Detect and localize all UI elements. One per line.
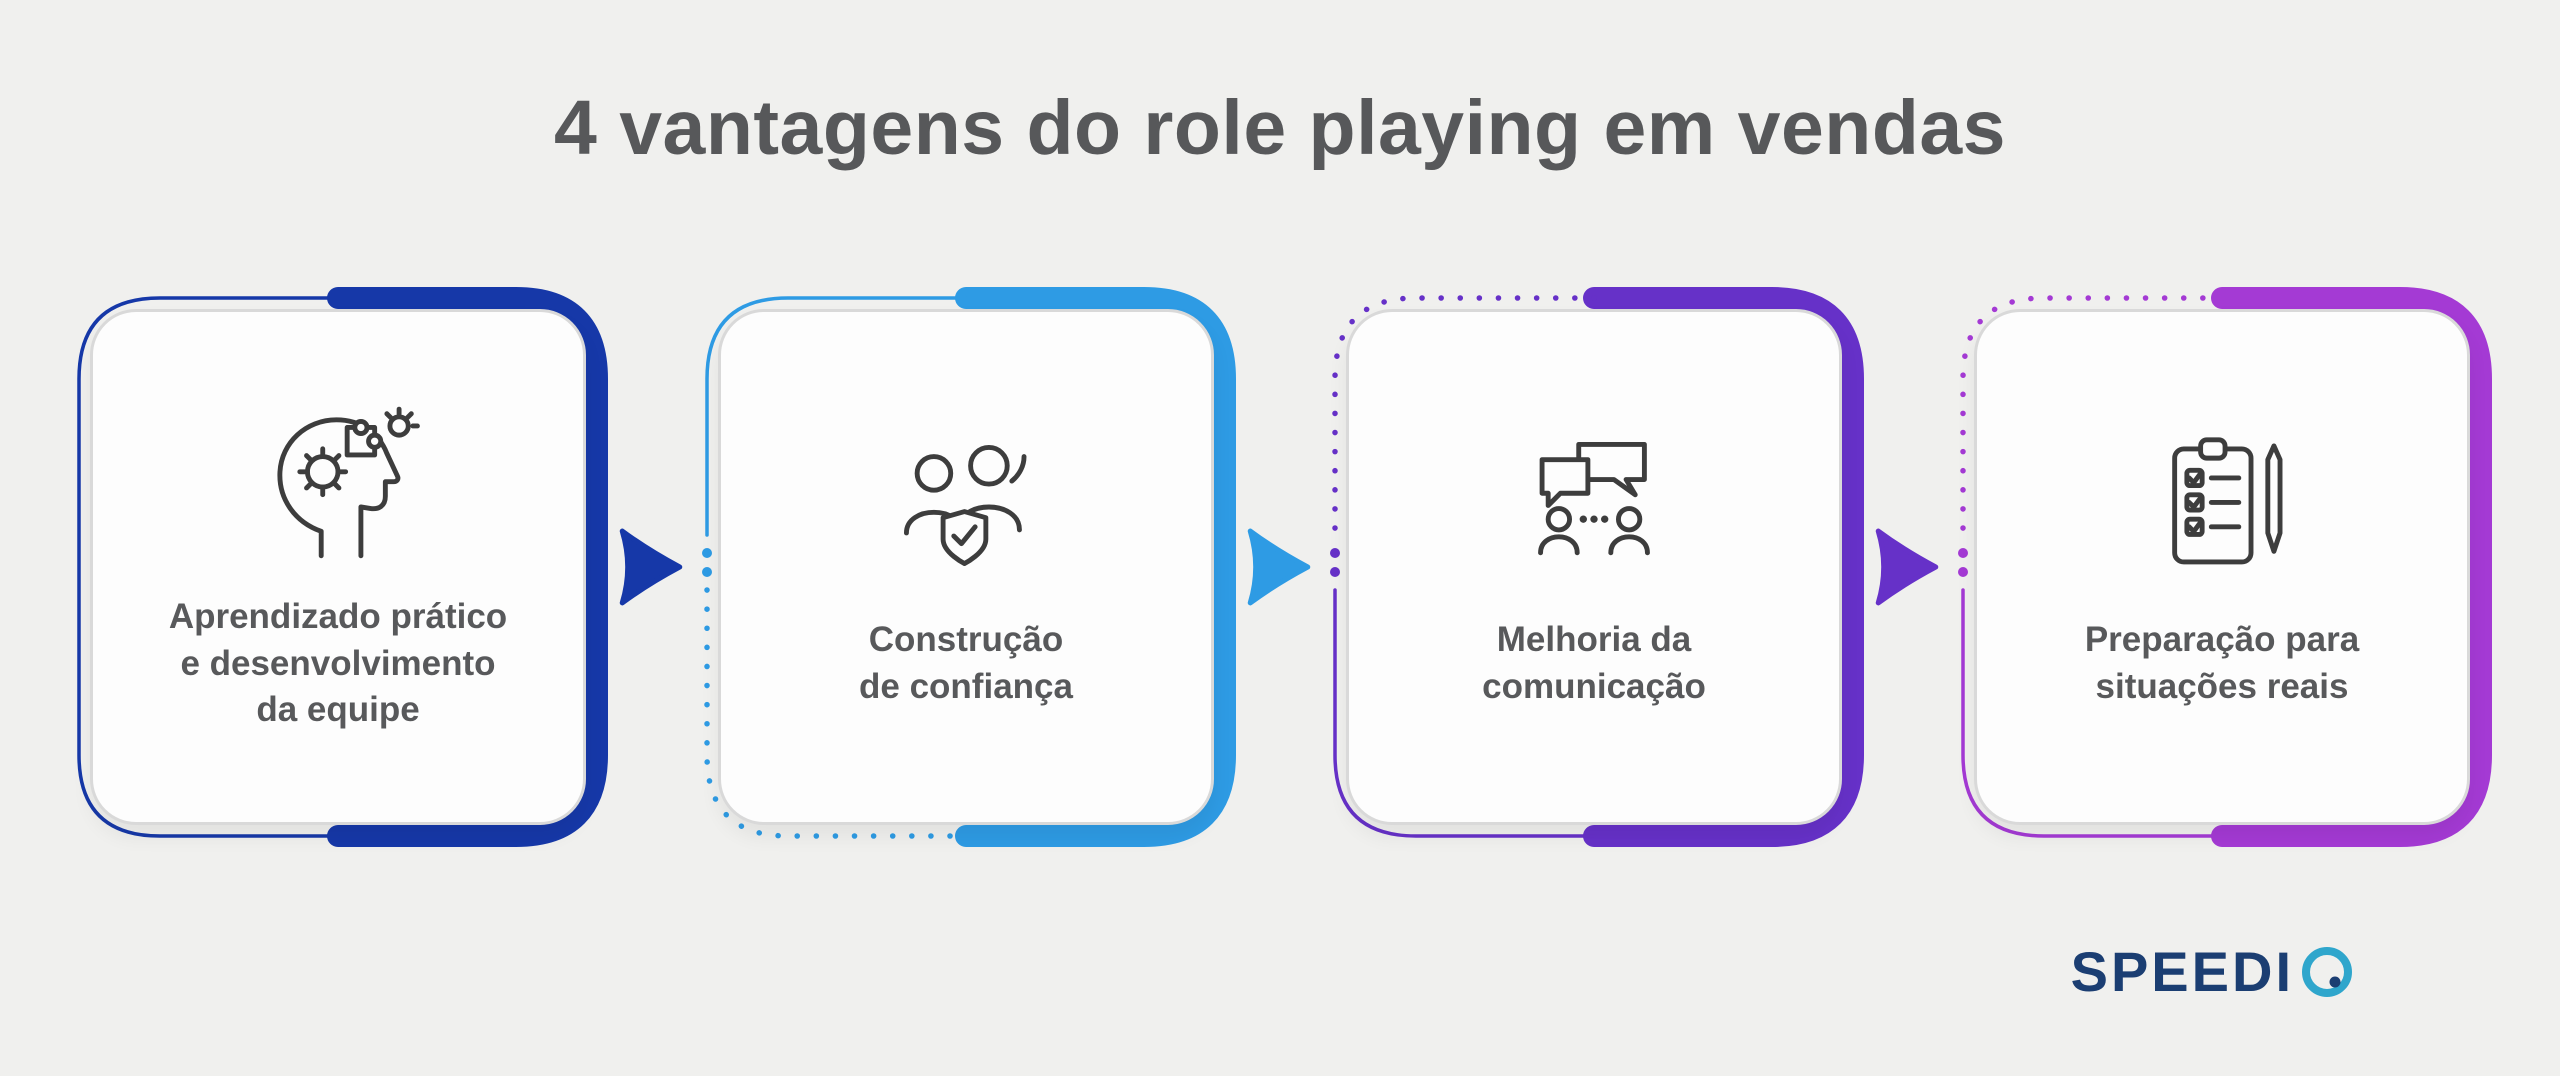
card-frame-decoration (1958, 287, 2492, 847)
card-aprendizado-pratico: Aprendizado prático e desenvolvimento da… (68, 287, 683, 847)
card-label: Melhoria da comunicação (1482, 620, 1706, 706)
card-frame-decoration (77, 287, 608, 847)
card-surface: Melhoria da comunicação (1346, 309, 1842, 825)
card-preparacao-situacoes: Preparação para situações reais (1952, 287, 2492, 847)
card-label: Construção de confiança (859, 620, 1073, 706)
arrow-right-icon (1875, 528, 1939, 606)
arrow-right-icon (619, 528, 683, 606)
card-label: Aprendizado prático e desenvolvimento da… (168, 597, 508, 730)
people-shield-check-icon (903, 445, 1027, 567)
speedio-logo-text: SPEEDI (2070, 940, 2294, 1003)
head-gears-puzzle-icon (277, 406, 420, 559)
cards-row: Aprendizado prático e desenvolvimento da… (68, 287, 2492, 847)
clipboard-checklist-pen-icon (2172, 437, 2283, 565)
speedio-logo: SPEEDI (2071, 939, 2355, 1004)
card-surface: Construção de confiança (718, 309, 1214, 825)
page-title: 4 vantagens do role playing em vendas (553, 85, 2007, 171)
card-surface: Aprendizado prático e desenvolvimento da… (90, 309, 586, 825)
speech-bubbles-people-icon (1538, 442, 1650, 556)
speedio-o-icon (2302, 946, 2352, 997)
card-surface: Preparação para situações reais (1974, 309, 2470, 825)
card-label: Preparação para situações reais (2084, 620, 2360, 706)
card-frame-decoration (1330, 287, 1864, 847)
arrow-right-icon (1247, 528, 1311, 606)
card-construcao-confianca: Construção de confiança (696, 287, 1311, 847)
card-frame-decoration (702, 287, 1236, 847)
card-melhoria-comunicacao: Melhoria da comunicação (1324, 287, 1939, 847)
